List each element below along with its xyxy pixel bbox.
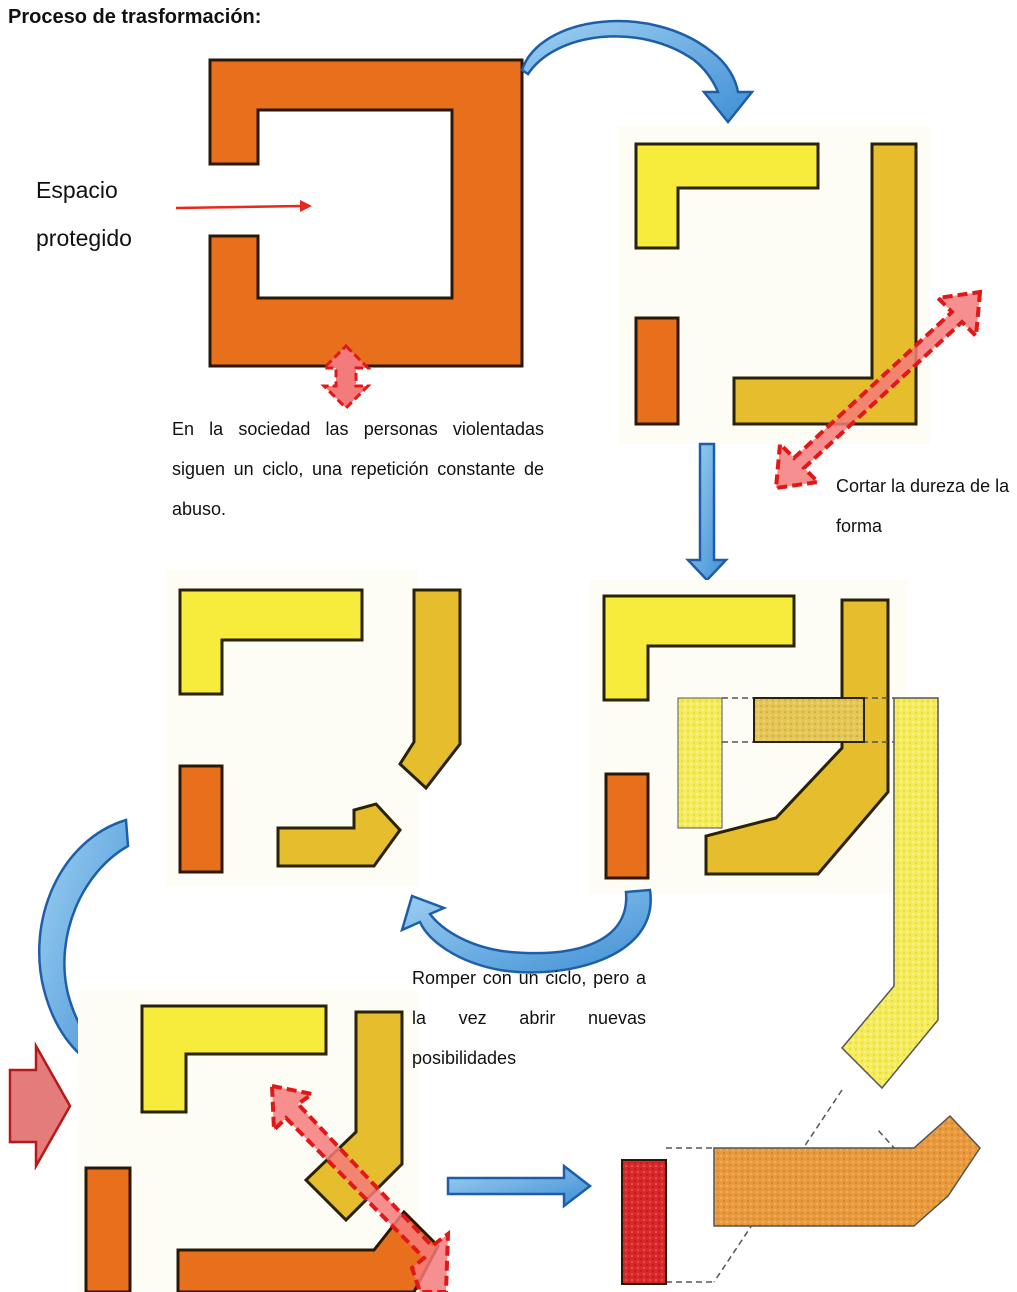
stage-6-new-possibilities — [621, 697, 981, 1285]
romper-caption: Romper con un ciclo, pero a la vez abrir… — [412, 968, 646, 1068]
page-title: Proceso de trasformación: — [8, 6, 262, 28]
loop-curved-arrow-icon — [400, 888, 652, 974]
right-arrow-icon — [446, 1163, 593, 1209]
break-double-arrow-icon — [269, 1083, 451, 1292]
stage-1-closed-shape — [208, 58, 524, 368]
cortar-caption: Cortar la dureza de la forma — [836, 476, 1010, 536]
down-arrow-icon — [685, 442, 729, 582]
stage-3-cut-shape — [166, 570, 462, 886]
cut-double-arrow-icon — [773, 289, 983, 491]
sociedad-caption: En la sociedad las personas violentadas … — [172, 419, 544, 519]
entry-arrow-icon — [8, 1041, 72, 1171]
curved-arrow-icon — [520, 19, 755, 125]
espacio-protegido-label: Espacio protegido — [36, 177, 132, 251]
double-arrow-icon — [320, 343, 372, 411]
espacio-pointer-arrow-icon — [175, 200, 312, 212]
stage-5-open-shape — [78, 990, 440, 1292]
